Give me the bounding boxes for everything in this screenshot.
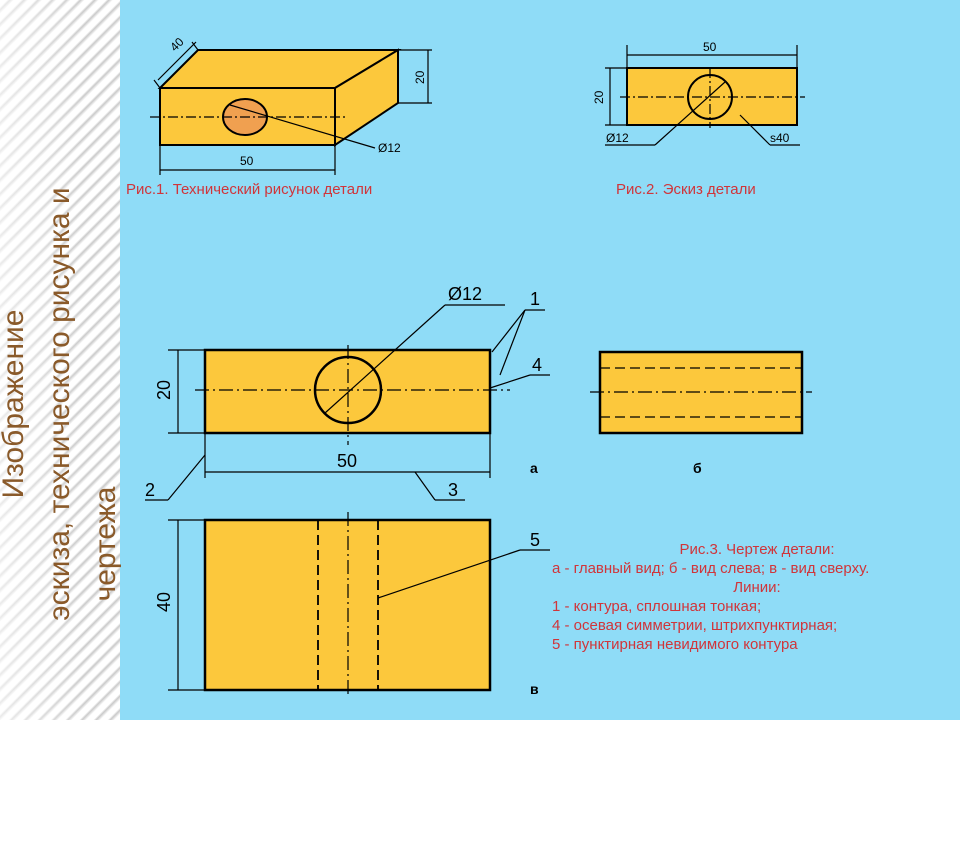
drawings: 50 20 40 Ø12 Рис.1. Технический рисунок … [126, 35, 812, 698]
fig1-dim-depth: 40 [167, 35, 187, 55]
fig3-top-view: 40 5 в [154, 512, 550, 698]
fig2-dim-thickness: s40 [770, 131, 790, 145]
fig1-caption: Рис.1. Технический рисунок детали [126, 181, 372, 198]
leader-1: 1 [530, 289, 540, 309]
leader-2: 2 [145, 480, 155, 500]
view-label-a: а [530, 460, 538, 476]
decorative-stripe-band [0, 0, 120, 720]
fig3-dim-hole: Ø12 [448, 284, 482, 304]
fig3-dim-depth: 40 [154, 592, 174, 612]
leader-3: 3 [448, 480, 458, 500]
fig2-dim-height: 20 [592, 90, 606, 104]
view-label-b: б [693, 460, 702, 476]
fig1-dim-height: 20 [413, 70, 427, 84]
fig2-sketch: 50 20 Ø12 s40 Рис.2. Эскиз детали [592, 40, 805, 198]
fig3-front-view: Ø12 20 50 1 2 3 4 а [145, 284, 550, 501]
title-line-3: чертежа [89, 486, 122, 602]
title-line-1: Изображение [0, 309, 30, 499]
legend-item: 4 - осевая симметрии, штрихпунктирная; [552, 617, 838, 634]
fig1-dim-width: 50 [240, 154, 254, 168]
fig2-caption: Рис.2. Эскиз детали [616, 181, 756, 198]
legend-item: 5 - пунктирная невидимого контура [552, 636, 798, 653]
fig1-dim-hole: Ø12 [378, 141, 401, 155]
legend-item: 1 - контура, сплошная тонкая; [552, 598, 762, 615]
fig3-dim-width: 50 [337, 451, 357, 471]
leader-4: 4 [532, 355, 542, 375]
fig2-dim-width: 50 [703, 40, 717, 54]
legend-views: а - главный вид; б - вид слева; в - вид … [552, 560, 870, 577]
slide-title: Изображение эскиза, технического рисунка… [0, 84, 129, 724]
fig1-technical-drawing: 50 20 40 Ø12 Рис.1. Технический рисунок … [126, 35, 432, 198]
fig3-legend: Рис.3. Чертеж детали: а - главный вид; б… [552, 540, 960, 654]
legend-title: Рис.3. Чертеж детали: [679, 541, 835, 558]
leader-5: 5 [530, 530, 540, 550]
fig3-side-view: б [590, 350, 812, 476]
fig3-dim-height: 20 [154, 380, 174, 400]
fig2-dim-hole: Ø12 [606, 131, 629, 145]
title-line-2: эскиза, технического рисунка и [43, 187, 76, 621]
view-label-v: в [530, 681, 539, 697]
legend-lines-title: Линии: [733, 579, 781, 596]
